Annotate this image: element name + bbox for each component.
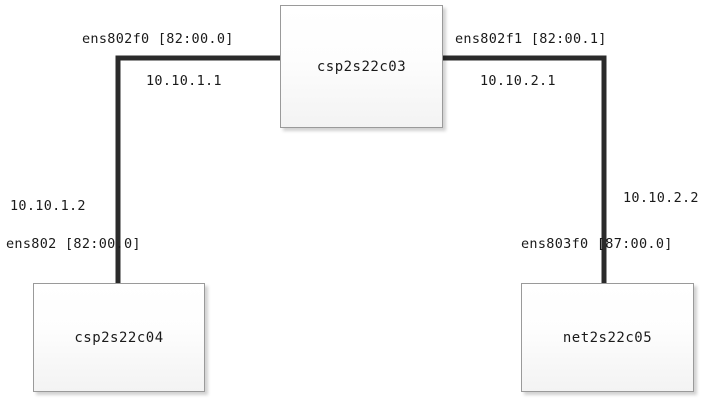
node-label: net2s22c05 [562, 329, 653, 346]
node-net2s22c05[interactable]: net2s22c05 [521, 283, 694, 392]
link-right-endpoint-b-interface-label: ens803f0 [87:00.0] [521, 236, 673, 252]
link-left-endpoint-a-interface-label: ens802f0 [82:00.0] [82, 31, 234, 47]
link-right-wire [443, 55, 607, 284]
link-left-endpoint-b-address-label: 10.10.1.2 [10, 198, 86, 214]
link-right-endpoint-b-address-label: 10.10.2.2 [623, 190, 699, 206]
link-left-endpoint-b-interface-label: ens802 [82:00.0] [6, 236, 141, 252]
node-csp2s22c04[interactable]: csp2s22c04 [33, 283, 205, 392]
node-csp2s22c03[interactable]: csp2s22c03 [280, 5, 443, 128]
link-right-endpoint-a-interface-label: ens802f1 [82:00.1] [455, 31, 607, 47]
link-right-endpoint-a-address-label: 10.10.2.1 [480, 73, 556, 89]
node-label: csp2s22c03 [316, 58, 407, 75]
link-left-endpoint-a-address-label: 10.10.1.1 [146, 73, 222, 89]
link-left-wire [115, 55, 280, 284]
node-label: csp2s22c04 [74, 329, 164, 346]
